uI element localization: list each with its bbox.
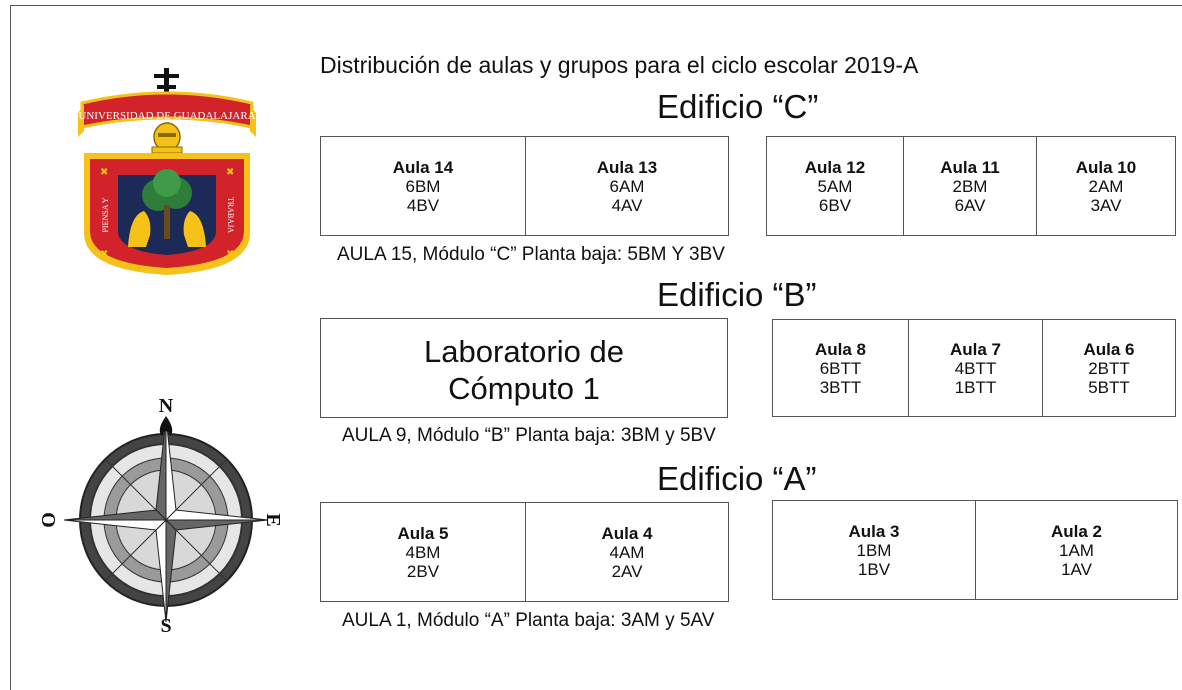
building-a-block-left: Aula 5 4BM 2BV Aula 4 4AM 2AV (320, 502, 729, 602)
motto-left: PIENSA Y (101, 197, 110, 232)
building-b-block-right: Aula 8 6BTT 3BTT Aula 7 4BTT 1BTT Aula 6… (772, 319, 1176, 417)
classroom-cell: Aula 14 6BM 4BV (321, 137, 526, 235)
logo-text: UNIVERSIDAD DE GUADALAJARA (78, 110, 255, 122)
classroom-name: Aula 8 (814, 339, 867, 359)
classroom-cell: Aula 10 2AM 3AV (1037, 137, 1175, 235)
group-code: 2AM (1088, 176, 1124, 196)
group-code: 2BV (406, 561, 440, 581)
group-code: 1BTT (954, 377, 997, 397)
building-b-title: Edificio “B” (657, 276, 817, 313)
helmet-icon (151, 122, 183, 154)
building-c-note: AULA 15, Módulo “C” Planta baja: 5BM Y 3… (337, 244, 725, 265)
group-code: 6BV (818, 195, 852, 215)
group-code: 5AM (817, 176, 853, 196)
classroom-cell: Aula 8 6BTT 3BTT (773, 320, 909, 416)
classroom-name: Aula 11 (940, 157, 1000, 177)
group-code: 6AM (609, 176, 645, 196)
building-c-title: Edificio “C” (657, 88, 819, 125)
page-title: Distribución de aulas y grupos para el c… (320, 52, 919, 78)
classroom-name: Aula 4 (601, 523, 653, 543)
group-code: 1AM (1059, 540, 1094, 560)
classroom-name: Aula 14 (392, 157, 454, 177)
fleur-de-lis-icon (159, 416, 173, 436)
compass-north-label: N (159, 396, 174, 417)
lab-line-1: Laboratorio de (424, 334, 624, 369)
tree-icon (142, 169, 192, 239)
classroom-name: Aula 7 (949, 339, 1002, 359)
group-code: 5BTT (1088, 377, 1130, 397)
classroom-cell: Aula 7 4BTT 1BTT (909, 320, 1043, 416)
classroom-cell: Aula 11 2BM 6AV (904, 137, 1037, 235)
group-code: 3BTT (819, 377, 862, 397)
classroom-cell: Aula 6 2BTT 5BTT (1043, 320, 1175, 416)
classroom-name: Aula 10 (1075, 157, 1137, 177)
group-code: 4BV (406, 195, 440, 215)
group-code: 1AV (1061, 559, 1092, 579)
svg-text:✖: ✖ (100, 167, 108, 178)
svg-text:✖: ✖ (100, 249, 108, 260)
group-code: 2BTT (1088, 358, 1130, 378)
classroom-cell: Aula 5 4BM 2BV (321, 503, 526, 601)
classroom-name: Aula 2 (1050, 521, 1103, 541)
classroom-cell: Aula 3 1BM 1BV (773, 501, 976, 599)
building-a-note: AULA 1, Módulo “A” Planta baja: 3AM y 5A… (342, 610, 715, 631)
compass-west-label: O (38, 512, 60, 528)
group-code: 1BM (856, 540, 892, 560)
classroom-name: Aula 5 (397, 523, 449, 543)
computer-lab-box: Laboratorio de Cómputo 1 (320, 318, 728, 418)
building-b-note: AULA 9, Módulo “B” Planta baja: 3BM y 5B… (342, 425, 716, 446)
svg-text:✖: ✖ (226, 249, 234, 260)
classroom-name: Aula 13 (596, 157, 658, 177)
compass-south-label: S (160, 615, 171, 636)
university-crest-logo: UNIVERSIDAD DE GUADALAJARA PIENSA Y TRAB… (78, 68, 256, 275)
group-code: 4BM (405, 542, 441, 562)
group-code: 4AV (611, 195, 643, 215)
compass-east-label: E (262, 513, 284, 526)
group-code: 6BTT (819, 358, 862, 378)
classroom-name: Aula 12 (804, 157, 866, 177)
compass-rose-icon: N S O E (38, 396, 284, 636)
classroom-name: Aula 3 (848, 521, 900, 541)
group-code: 2AV (611, 561, 643, 581)
group-code: 6BM (405, 176, 441, 196)
group-code: 4AM (609, 542, 645, 562)
frame-left-border (10, 5, 11, 690)
group-code: 4BTT (954, 358, 997, 378)
computer-lab-label: Laboratorio de Cómputo 1 (321, 329, 727, 407)
building-c-block-right: Aula 12 5AM 6BV Aula 11 2BM 6AV Aula 10 … (766, 136, 1176, 236)
frame-top-border (10, 5, 1182, 6)
corner-cross-icons: ✖ ✖ ✖ ✖ (100, 167, 234, 260)
svg-text:✖: ✖ (226, 167, 234, 178)
classroom-cell: Aula 12 5AM 6BV (767, 137, 904, 235)
classroom-cell: Aula 13 6AM 4AV (526, 137, 728, 235)
group-code: 3AV (1090, 195, 1122, 215)
group-code: 6AV (954, 195, 986, 215)
group-code: 1BV (857, 559, 891, 579)
lions-icon (128, 211, 206, 247)
building-a-title: Edificio “A” (657, 460, 817, 497)
classroom-name: Aula 6 (1083, 339, 1135, 359)
classroom-cell: Aula 4 4AM 2AV (526, 503, 728, 601)
group-code: 2BM (952, 176, 988, 196)
classroom-cell: Aula 2 1AM 1AV (976, 501, 1177, 599)
motto-right: TRABAJA (226, 197, 235, 233)
building-c-block-left: Aula 14 6BM 4BV Aula 13 6AM 4AV (320, 136, 729, 236)
building-a-block-right: Aula 3 1BM 1BV Aula 2 1AM 1AV (772, 500, 1178, 600)
lab-line-2: Cómputo 1 (448, 371, 600, 406)
cross-icon (154, 68, 179, 96)
